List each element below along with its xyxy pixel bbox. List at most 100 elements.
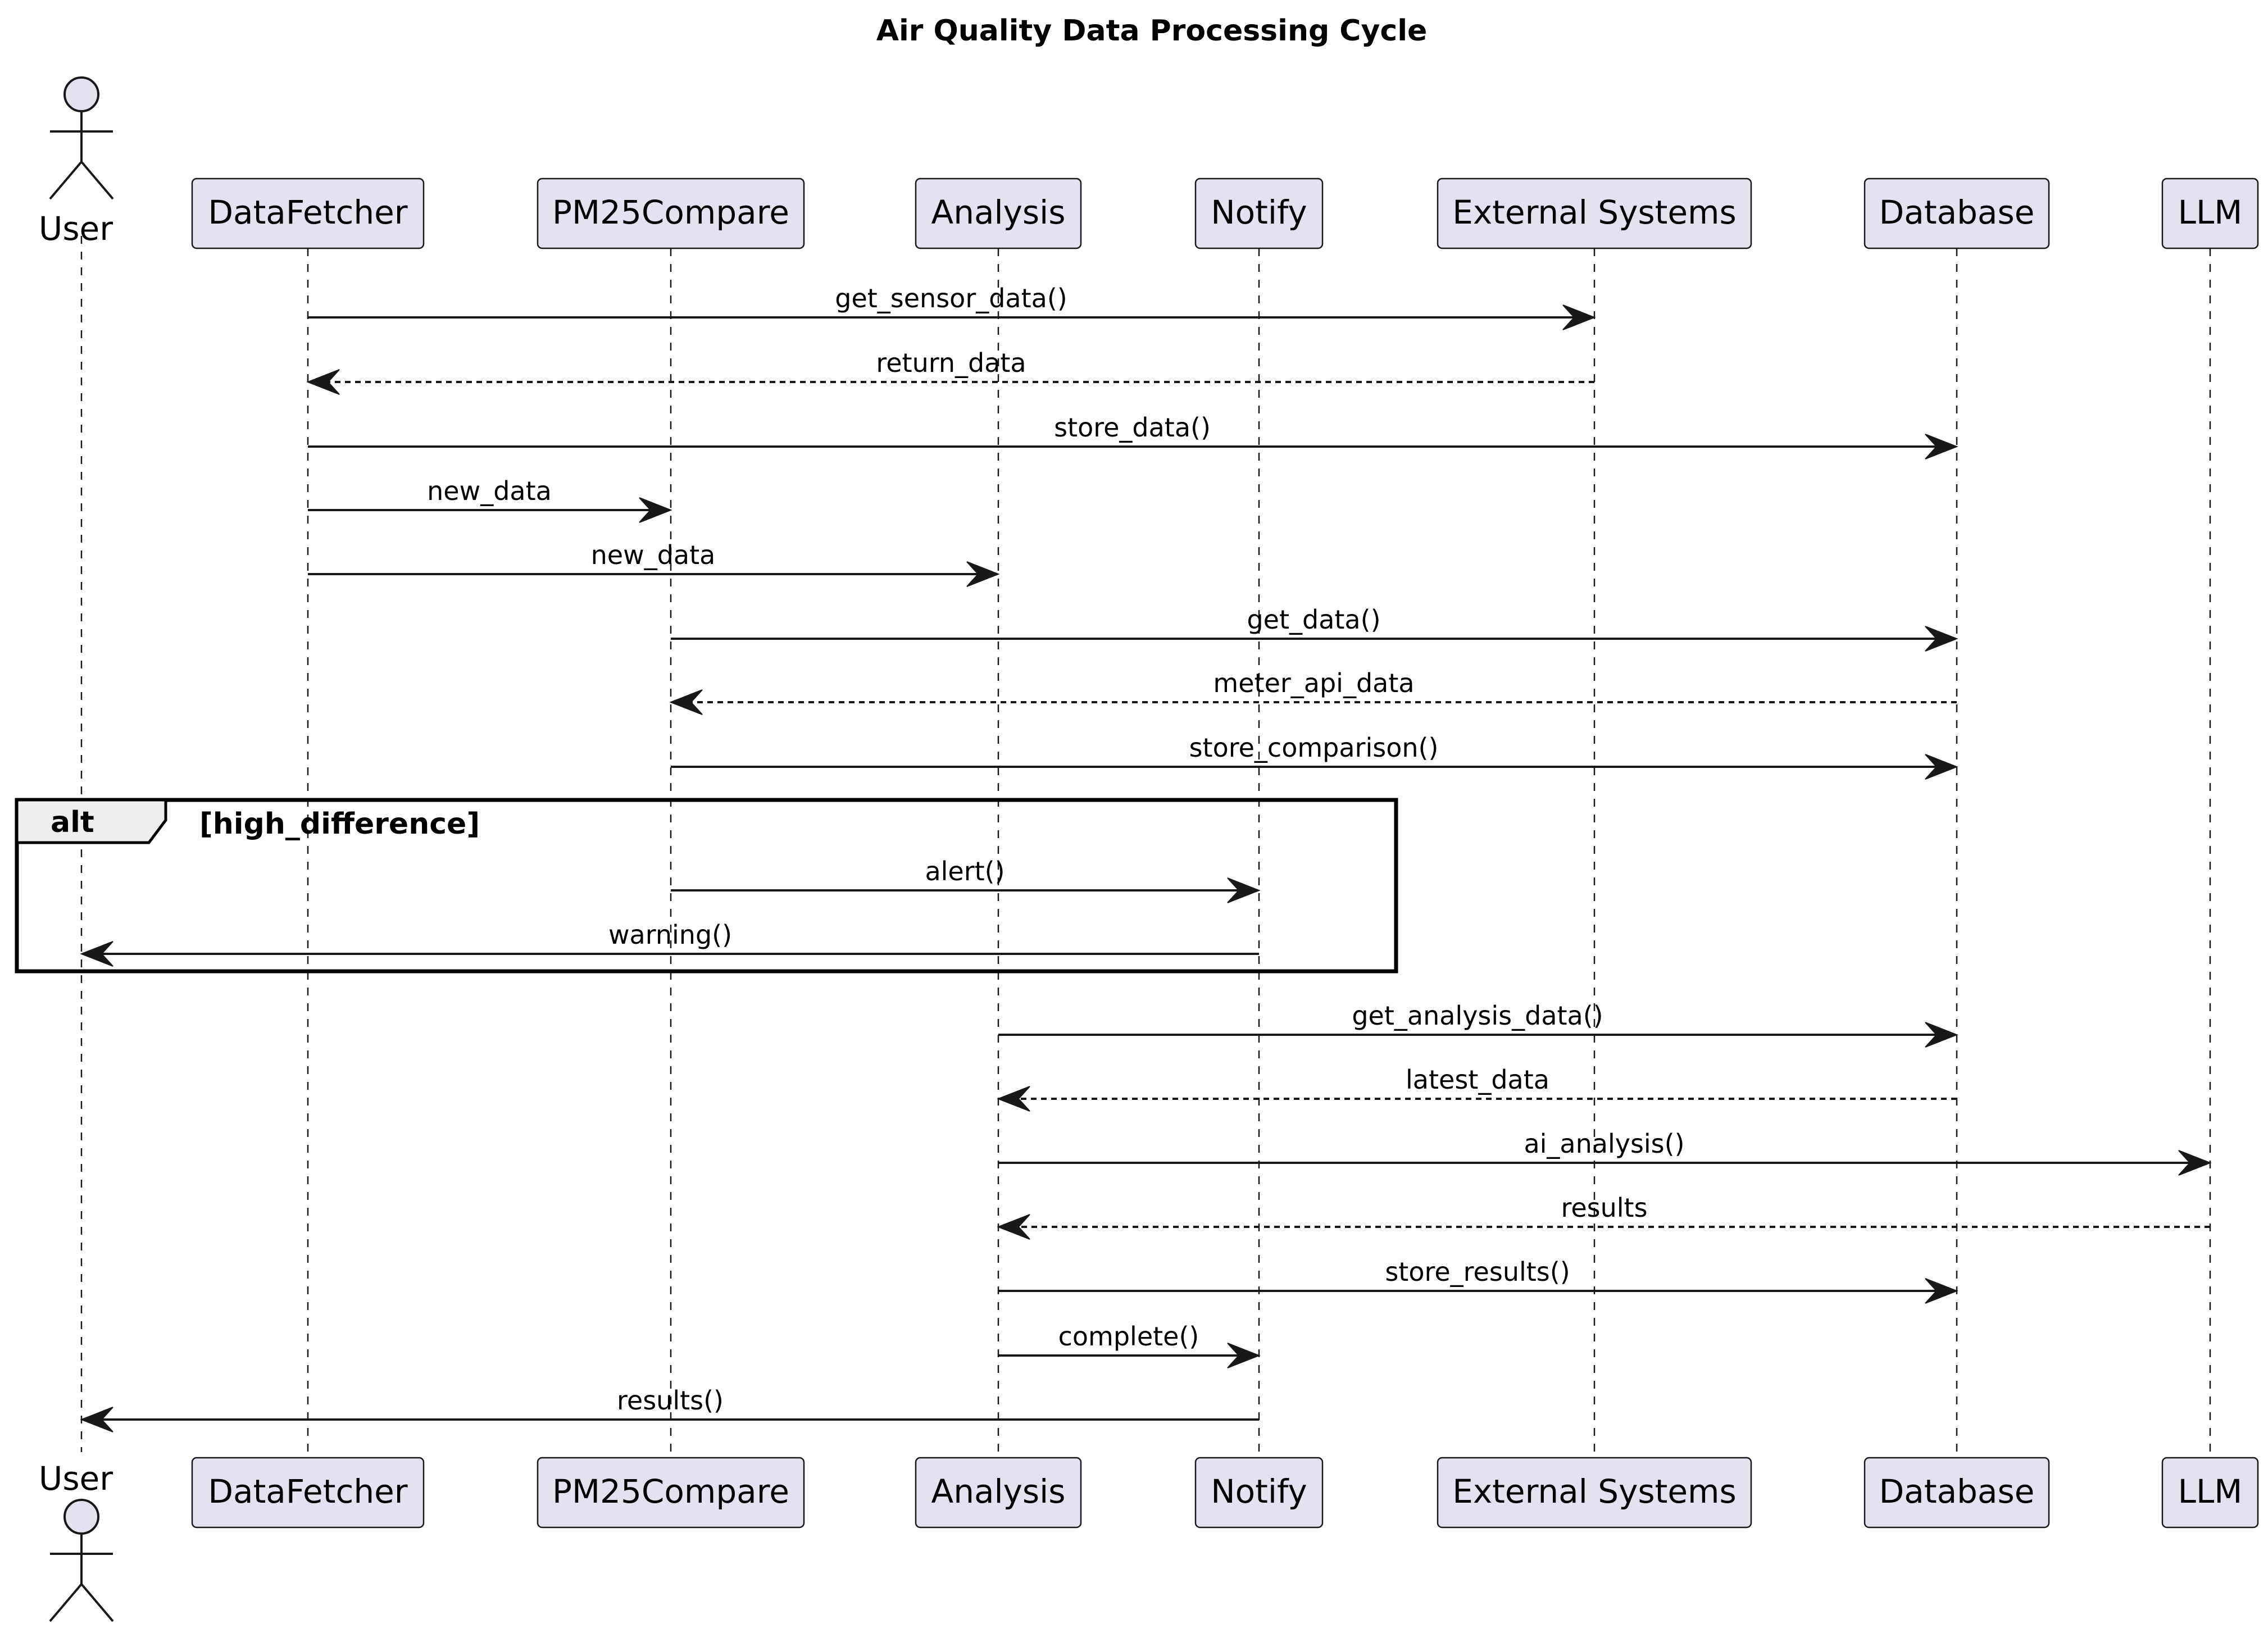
arrowhead-icon	[1227, 877, 1261, 903]
participant-box-shape	[2161, 1457, 2259, 1529]
message-arrow: results()	[80, 1385, 1259, 1432]
message-arrow: alert()	[671, 856, 1261, 903]
message-label: store_data()	[1054, 412, 1211, 443]
arrowhead-icon	[1227, 1343, 1261, 1368]
message-label: results()	[617, 1385, 724, 1416]
participant-label-analysis: Analysis	[931, 193, 1066, 231]
message-arrow: complete()	[998, 1321, 1261, 1368]
actor-body-icon	[49, 111, 114, 200]
arrowhead-icon	[80, 941, 113, 967]
participant-box-shape	[1194, 1457, 1324, 1529]
actor-head-icon	[63, 76, 99, 112]
participant-box-notify: Notify	[1194, 1457, 1324, 1529]
message-arrow: new_data	[308, 540, 1000, 587]
alt-frame-keyword: alt	[51, 806, 94, 839]
participant-box-shape	[191, 178, 425, 249]
lifelines	[80, 236, 2211, 1458]
participant-box-external: External Systems	[1437, 1457, 1752, 1529]
arrowhead-icon	[669, 689, 703, 715]
message-label: results	[1561, 1193, 1647, 1223]
participant-box-external: External Systems	[1437, 178, 1752, 249]
arrowhead-icon	[1925, 1022, 1958, 1048]
message-label: new_data	[427, 476, 552, 506]
participant-label-datafetcher: DataFetcher	[208, 1472, 407, 1511]
message-arrow: warning()	[80, 920, 1259, 967]
participant-label-datafetcher: DataFetcher	[208, 193, 407, 231]
alt-frame-border	[15, 798, 1398, 974]
participants-bottom: User DataFetcher PM25Compare Analysis Notify…	[39, 1457, 2259, 1622]
participant-box-datafetcher: DataFetcher	[191, 1457, 425, 1529]
message-label: latest_data	[1406, 1065, 1549, 1095]
arrowhead-icon	[1562, 304, 1596, 330]
message-label: complete()	[1058, 1321, 1199, 1352]
participant-label-llm: LLM	[2178, 193, 2243, 231]
alt-frame-tab	[15, 798, 167, 844]
message-label: store_results()	[1385, 1257, 1570, 1287]
message-arrow: store_results()	[998, 1257, 1958, 1304]
participant-box-database: Database	[1864, 1457, 2050, 1529]
participant-label-external: External Systems	[1452, 193, 1737, 231]
message-label: alert()	[925, 856, 1005, 886]
participant-box-shape	[537, 1457, 805, 1529]
message-arrow: store_data()	[308, 412, 1958, 460]
actor-bottom	[49, 1499, 114, 1622]
message-arrow: ai_analysis()	[998, 1129, 2212, 1176]
message-label: warning()	[608, 920, 732, 950]
arrowhead-icon	[2178, 1150, 2212, 1176]
participant-label-llm: LLM	[2178, 1472, 2243, 1511]
arrowhead-icon	[306, 369, 340, 395]
participant-box-shape	[1437, 1457, 1752, 1529]
participant-box-shape	[915, 178, 1082, 249]
participant-label-database: Database	[1879, 193, 2035, 231]
arrowhead-icon	[997, 1214, 1030, 1240]
participant-box-shape	[537, 178, 805, 249]
participant-box-shape	[915, 1457, 1082, 1529]
participant-label-pm25compare: PM25Compare	[552, 1472, 789, 1511]
message-label: get_sensor_data()	[835, 283, 1067, 313]
participant-label-analysis: Analysis	[931, 1472, 1066, 1511]
participant-box-shape	[191, 1457, 425, 1529]
arrowhead-icon	[1925, 434, 1958, 460]
arrowhead-icon	[639, 497, 672, 523]
message-label: get_data()	[1247, 604, 1380, 635]
participant-box-shape	[1864, 178, 2050, 249]
participant-box-shape	[1437, 178, 1752, 249]
participant-box-shape	[2161, 178, 2259, 249]
message-arrow: new_data	[308, 476, 672, 523]
message-label: meter_api_data	[1213, 668, 1414, 698]
alt-frame-condition: [high_difference]	[199, 807, 480, 841]
participant-label-notify: Notify	[1211, 193, 1307, 231]
actor-body-icon	[49, 1534, 114, 1622]
message-arrow: get_data()	[671, 604, 1958, 652]
participant-box-analysis: Analysis	[915, 178, 1082, 249]
message-arrow: return_data	[306, 348, 1594, 395]
participant-label-external: External Systems	[1452, 1472, 1737, 1511]
message-arrow: get_analysis_data()	[998, 1000, 1958, 1048]
message-label: return_data	[876, 348, 1026, 378]
message-label: new_data	[591, 540, 716, 570]
participant-box-notify: Notify	[1194, 178, 1324, 249]
participant-label-pm25compare: PM25Compare	[552, 193, 789, 231]
message-arrow: latest_data	[997, 1065, 1957, 1112]
message-label: ai_analysis()	[1524, 1129, 1684, 1159]
participant-box-pm25compare: PM25Compare	[537, 1457, 805, 1529]
alt-frame: alt [high_difference]	[15, 798, 1398, 974]
participant-box-analysis: Analysis	[915, 1457, 1082, 1529]
participant-box-pm25compare: PM25Compare	[537, 178, 805, 249]
arrowhead-icon	[997, 1086, 1030, 1112]
actor-head-icon	[63, 1499, 99, 1535]
messages: get_sensor_data() return_data store_data()…	[80, 283, 2212, 1432]
arrowhead-icon	[1925, 754, 1958, 780]
arrowhead-icon	[1925, 1278, 1958, 1304]
message-arrow: meter_api_data	[669, 668, 1957, 715]
participant-label-user: User	[39, 1459, 113, 1498]
arrowhead-icon	[80, 1407, 113, 1432]
arrowhead-icon	[966, 561, 1000, 587]
participant-box-llm: LLM	[2161, 178, 2259, 249]
arrowhead-icon	[1925, 626, 1958, 652]
message-arrow: get_sensor_data()	[308, 283, 1596, 330]
participant-box-datafetcher: DataFetcher	[191, 178, 425, 249]
message-arrow: results	[997, 1193, 2210, 1240]
